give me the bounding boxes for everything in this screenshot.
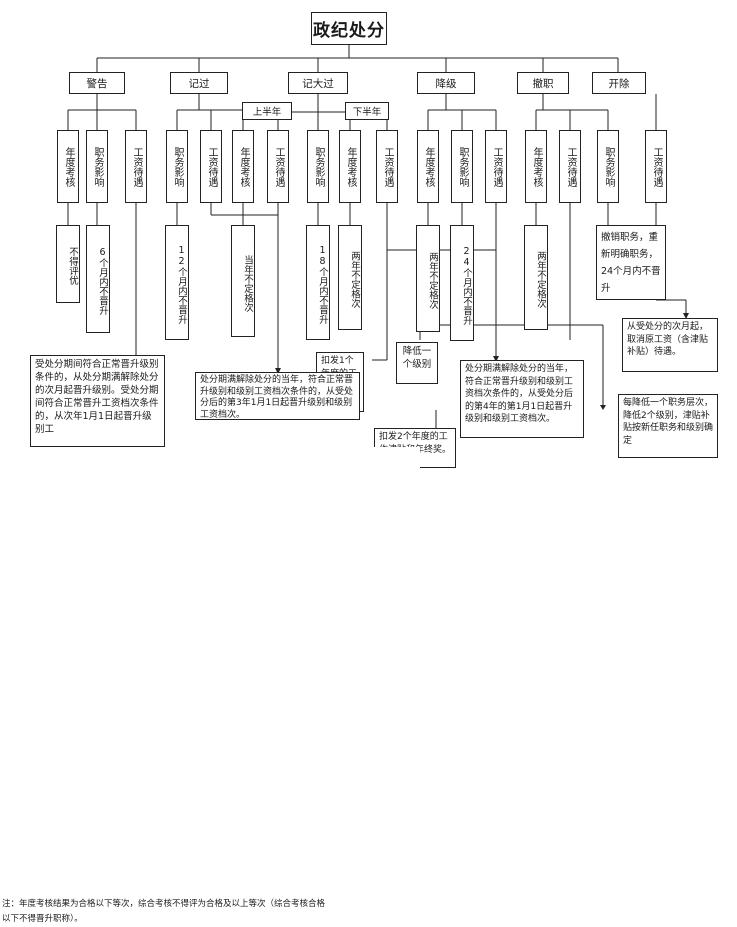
- note-warning-salary: 受处分期间符合正常晋升级别条件的，从处分期满解除处分的次月起晋升级别。受处分期间…: [30, 355, 165, 447]
- note-jiangji-salary: 处分期满解除处分的当年，符合正常晋升级别和级别工资档次条件的，从受处分后的第4年…: [460, 360, 584, 438]
- label-gongzi: 工资待遇: [559, 130, 581, 203]
- diagram-title: 政纪处分: [311, 12, 387, 45]
- result-6-months: 6个月内不晋升: [86, 225, 110, 333]
- label-gongzi: 工资待遇: [376, 130, 398, 203]
- label-kaohe: 年度考核: [525, 130, 547, 203]
- label-kaohe: 年度考核: [232, 130, 254, 203]
- label-yingxiang: 职务影响: [307, 130, 329, 203]
- label-kaohe: 年度考核: [339, 130, 361, 203]
- result-bu-de-pingyou: 不得评优: [56, 225, 80, 303]
- label-yingxiang: 职务影响: [86, 130, 108, 203]
- label-gongzi: 工资待遇: [645, 130, 667, 203]
- result-liangnian-jiangji: 两年不定格次: [416, 225, 440, 332]
- label-gongzi: 工资待遇: [200, 130, 222, 203]
- result-liangnian-jidaguo: 两年不定格次: [338, 225, 362, 330]
- label-second-half: 下半年: [345, 102, 389, 120]
- category-kaichu: 开除: [592, 72, 646, 94]
- label-gongzi: 工资待遇: [485, 130, 507, 203]
- label-kaohe: 年度考核: [417, 130, 439, 203]
- result-18-months: 18个月内不晋升: [306, 225, 330, 340]
- note-chezhi-salary: 每降低一个职务层次，降低2个级别，津贴补贴按新任职务和级别确定: [618, 394, 718, 458]
- note-jiangdi: 降低一个级别: [396, 342, 438, 384]
- label-yingxiang: 职务影响: [166, 130, 188, 203]
- result-24-months: 24个月内不晋升: [450, 225, 474, 341]
- label-gongzi: 工资待遇: [125, 130, 147, 203]
- label-gongzi: 工资待遇: [267, 130, 289, 203]
- category-jinggao: 警告: [69, 72, 125, 94]
- result-liangnian-chezhi: 两年不定格次: [524, 225, 548, 330]
- result-chexiao: 撤销职务，重新明确职务，24个月内不晋升: [596, 225, 666, 300]
- footnote: 注：年度考核结果为合格以下等次，综合考核不得评为合格及以上等次（综合考核合格以下…: [2, 897, 332, 927]
- note-jiguo-salary: 处分期满解除处分的当年，符合正常晋升级别和级别工资档次条件的，从受处分后的第3年…: [195, 372, 360, 420]
- result-12-months: 12个月内不晋升: [165, 225, 189, 340]
- category-chezhi: 撤职: [517, 72, 569, 94]
- note-kaichu: 从受处分的次月起，取消原工资（含津贴补贴）待遇。: [622, 318, 718, 372]
- category-jidaguo: 记大过: [288, 72, 348, 94]
- label-yingxiang: 职务影响: [451, 130, 473, 203]
- label-first-half: 上半年: [242, 102, 292, 120]
- label-kaohe: 年度考核: [57, 130, 79, 203]
- category-jiguo: 记过: [170, 72, 228, 94]
- footnote-area: 注：年度考核结果为合格以下等次，综合考核不得评为合格及以上等次（综合考核合格以下…: [0, 447, 420, 927]
- label-yingxiang: 职务影响: [597, 130, 619, 203]
- result-dangnian: 当年不定格次: [231, 225, 255, 337]
- category-jiangji: 降级: [417, 72, 475, 94]
